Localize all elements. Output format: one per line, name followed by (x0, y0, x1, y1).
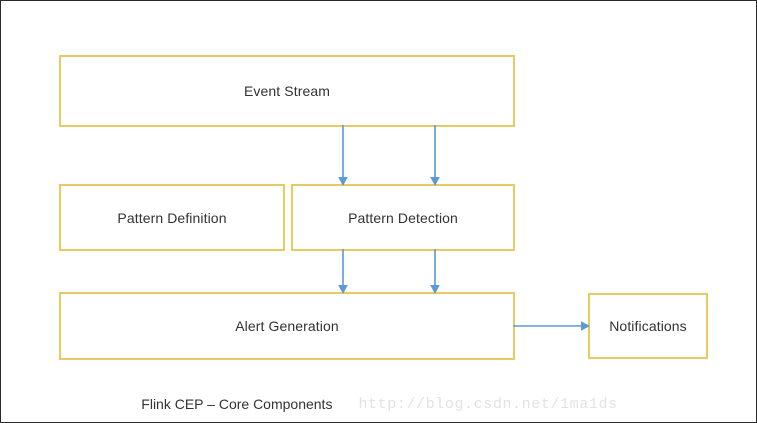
node-alert-generation-label: Alert Generation (235, 318, 339, 334)
caption-row: Flink CEP – Core Components http://blog.… (1, 389, 756, 419)
arrow-pattern-detection-to-alert-generation-left (338, 249, 348, 294)
node-pattern-definition[interactable]: Pattern Definition (59, 184, 285, 251)
node-alert-generation[interactable]: Alert Generation (59, 292, 515, 360)
node-notifications[interactable]: Notifications (588, 293, 708, 359)
arrow-pattern-detection-to-alert-generation-right (430, 249, 440, 294)
watermark-url: http://blog.csdn.net/1ma1ds (358, 395, 618, 413)
node-pattern-detection[interactable]: Pattern Detection (291, 184, 515, 251)
node-event-stream[interactable]: Event Stream (59, 55, 515, 127)
node-pattern-definition-label: Pattern Definition (117, 209, 227, 226)
node-event-stream-label: Event Stream (243, 83, 330, 99)
arrow-event-stream-to-pattern-detection-right (430, 125, 440, 186)
arrow-alert-generation-to-notifications (513, 321, 590, 331)
node-notifications-label: Notifications (609, 318, 687, 334)
node-pattern-detection-label: Pattern Detection (348, 209, 458, 226)
arrow-event-stream-to-pattern-detection-left (338, 125, 348, 186)
diagram-caption: Flink CEP – Core Components (141, 396, 333, 412)
